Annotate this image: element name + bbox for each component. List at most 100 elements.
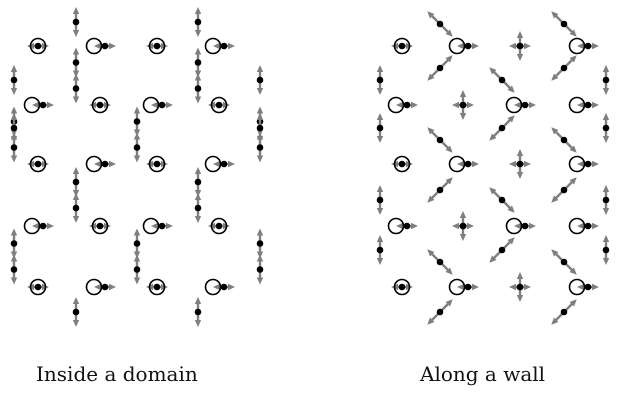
- spin-arrow-icon: [602, 65, 610, 95]
- ring-icon: [393, 155, 411, 173]
- dot-icon: [256, 76, 264, 84]
- dot-icon: [459, 101, 467, 109]
- spin-arrow-icon: [396, 101, 418, 109]
- dot-icon: [158, 222, 166, 230]
- dot-icon: [376, 246, 384, 254]
- dot-icon: [403, 222, 411, 230]
- dot-icon: [436, 64, 444, 72]
- dot-icon: [516, 283, 524, 291]
- dot-icon: [376, 124, 384, 132]
- dot-icon: [560, 136, 568, 144]
- dot-icon: [436, 20, 444, 28]
- ring-icon: [204, 155, 222, 173]
- spin-arrow-icon: [376, 65, 384, 95]
- spin-arrow-icon: [551, 55, 577, 81]
- dot-icon: [560, 258, 568, 266]
- spin-arrow-icon: [194, 193, 202, 223]
- spin-arrow-icon: [72, 193, 80, 223]
- ring-icon: [210, 217, 228, 235]
- dot-icon: [194, 178, 202, 186]
- dot-icon: [436, 136, 444, 144]
- spin-arrow-icon: [194, 73, 202, 104]
- ring-icon: [568, 217, 586, 235]
- ring-icon: [210, 96, 228, 114]
- spin-arrow-icon: [551, 249, 577, 275]
- dot-icon: [436, 186, 444, 194]
- dot-icon: [39, 101, 47, 109]
- spin-arrow-icon: [376, 113, 384, 143]
- spin-arrow-icon: [489, 115, 515, 141]
- dot-icon: [101, 160, 109, 168]
- dot-icon: [153, 160, 161, 168]
- spin-arrow-icon: [489, 237, 515, 263]
- dot-icon: [194, 59, 202, 66]
- dot-icon: [398, 283, 406, 291]
- caption-along-wall: Along a wall: [420, 362, 546, 386]
- dot-icon: [464, 283, 472, 291]
- dot-icon: [256, 124, 264, 132]
- spin-arrow-icon: [94, 283, 116, 291]
- dot-icon: [584, 222, 592, 230]
- dot-icon: [602, 246, 610, 254]
- spin-arrow-icon: [459, 90, 467, 120]
- dot-icon: [133, 240, 141, 247]
- ring-icon: [568, 96, 586, 114]
- dot-icon: [498, 196, 506, 204]
- dot-icon: [158, 101, 166, 109]
- panel-along-wall: [376, 11, 610, 325]
- spin-arrow-icon: [146, 42, 168, 50]
- dot-icon: [436, 258, 444, 266]
- ring-icon: [568, 278, 586, 296]
- ring-icon: [29, 37, 47, 55]
- ring-icon: [448, 155, 466, 173]
- dot-icon: [464, 42, 472, 50]
- spin-arrow-icon: [94, 160, 116, 168]
- spin-arrow-icon: [516, 31, 524, 61]
- dot-icon: [516, 160, 524, 168]
- dot-icon: [602, 76, 610, 84]
- dot-icon: [34, 160, 42, 168]
- spin-arrow-icon: [489, 67, 515, 93]
- spin-arrow-icon: [151, 222, 173, 230]
- dot-icon: [220, 160, 228, 168]
- ring-icon: [448, 37, 466, 55]
- ring-icon: [505, 96, 523, 114]
- spin-arrow-icon: [32, 101, 54, 109]
- spin-arrow-icon: [213, 160, 235, 168]
- ring-icon: [448, 278, 466, 296]
- dot-icon: [584, 160, 592, 168]
- dot-icon: [584, 283, 592, 291]
- spin-arrow-icon: [516, 149, 524, 179]
- spin-arrow-icon: [396, 222, 418, 230]
- ring-icon: [148, 155, 166, 173]
- spin-arrow-icon: [72, 167, 80, 197]
- dot-icon: [133, 266, 141, 273]
- dot-icon: [220, 283, 228, 291]
- dot-icon: [72, 204, 80, 212]
- dot-icon: [34, 283, 42, 291]
- dot-icon: [39, 222, 47, 230]
- spin-arrow-icon: [577, 283, 599, 291]
- dot-icon: [220, 42, 228, 50]
- spin-arrow-icon: [256, 113, 264, 143]
- dot-icon: [96, 222, 104, 230]
- spin-arrow-icon: [577, 222, 599, 230]
- spin-arrow-icon: [133, 228, 141, 259]
- dot-icon: [194, 85, 202, 92]
- spin-arrow-icon: [577, 42, 599, 50]
- ring-icon: [91, 96, 109, 114]
- dot-icon: [10, 266, 18, 273]
- spin-arrow-icon: [32, 222, 54, 230]
- spin-arrow-icon: [376, 185, 384, 215]
- dot-icon: [256, 266, 264, 273]
- spin-arrow-icon: [10, 254, 18, 285]
- spin-arrow-icon: [457, 42, 479, 50]
- ring-icon: [393, 37, 411, 55]
- spin-arrow-icon: [194, 297, 202, 327]
- dot-icon: [133, 118, 141, 125]
- ring-icon: [393, 278, 411, 296]
- spin-arrow-icon: [427, 249, 453, 275]
- dot-icon: [101, 283, 109, 291]
- ring-icon: [91, 217, 109, 235]
- dot-icon: [560, 186, 568, 194]
